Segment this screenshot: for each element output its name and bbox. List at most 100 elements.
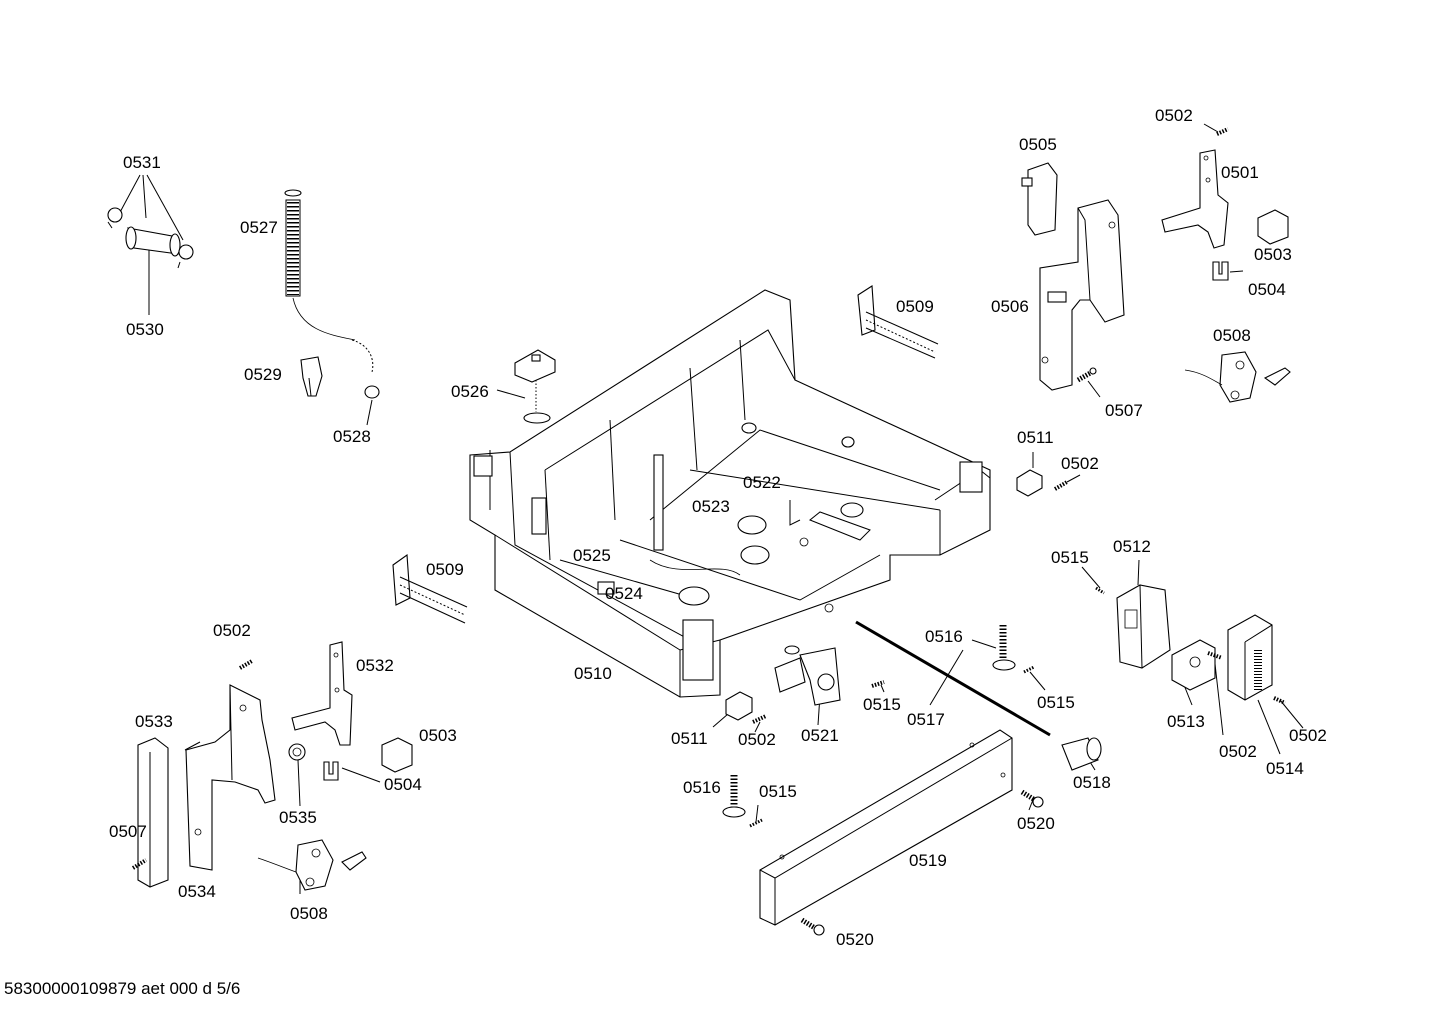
screw-0502-top [1216, 127, 1229, 136]
part-label: 0525 [573, 546, 611, 565]
part-label: 0527 [240, 218, 278, 237]
clip-0503 [1257, 209, 1289, 245]
part-label: 0522 [743, 473, 781, 492]
part-label: 0503 [419, 726, 457, 745]
part-label: 0516 [683, 778, 721, 797]
part-label: 0524 [605, 584, 643, 603]
part-label: 0517 [907, 710, 945, 729]
screw-0502-far-right [1273, 696, 1286, 705]
bracket-0534 [185, 684, 276, 871]
valve-0521 [774, 645, 841, 706]
part-label: 0519 [909, 851, 947, 870]
rod [855, 620, 1051, 737]
part-label: 0529 [244, 365, 282, 384]
part-label: 0511 [1017, 428, 1054, 447]
screw-0520-top [1020, 789, 1044, 808]
nut-0535 [288, 743, 306, 761]
screw-0515-mid [1023, 665, 1035, 674]
part-label: 0511 [671, 729, 708, 748]
part-label: 0533 [135, 712, 173, 731]
base-tub [469, 289, 991, 698]
screw-0502-right [1053, 480, 1069, 491]
sensor-0508-top [1184, 351, 1291, 403]
bracket-0532 [291, 641, 353, 746]
part-label: 0534 [178, 882, 216, 901]
sensor-0508-left [257, 839, 367, 891]
part-label: 0515 [1037, 693, 1075, 712]
part-label: 0502 [1061, 454, 1099, 473]
part-label: 0518 [1073, 773, 1111, 792]
part-label: 0509 [896, 297, 934, 316]
screw-0507-left [131, 858, 148, 870]
bracket-0511-center [725, 691, 753, 721]
bracket-0505 [1021, 162, 1058, 236]
part-label: 0531 [123, 153, 161, 172]
part-label: 0515 [863, 695, 901, 714]
screw-0515-center [871, 680, 885, 688]
plate-0513 [1171, 639, 1216, 691]
foot-0516-left [722, 775, 746, 818]
part-label: 0502 [213, 621, 251, 640]
part-label: 0523 [692, 497, 730, 516]
part-label: 0512 [1113, 537, 1151, 556]
part-label: 0506 [991, 297, 1029, 316]
clip-0504-left [323, 761, 339, 781]
part-label: 0520 [836, 930, 874, 949]
part-label: 0526 [451, 382, 489, 401]
part-label: 0510 [574, 664, 612, 683]
part-label: 0535 [279, 808, 317, 827]
bracket-0512 [1116, 584, 1171, 669]
part-label: 0514 [1266, 759, 1304, 778]
part-label: 0504 [384, 775, 422, 794]
part-label: 0509 [426, 560, 464, 579]
part-label: 0515 [759, 782, 797, 801]
screw-0502-center [752, 714, 767, 724]
part-label: 0515 [1051, 548, 1089, 567]
part-label: 0513 [1167, 712, 1205, 731]
spring-bottom [392, 553, 468, 624]
foot-0516-right [992, 625, 1016, 671]
part-label: 0516 [925, 627, 963, 646]
screw-0515-right [1095, 586, 1105, 595]
screw-0507-top [1076, 367, 1097, 383]
hose-clip [300, 356, 323, 397]
part-label: 0521 [801, 726, 839, 745]
part-label: 0530 [126, 320, 164, 339]
screw-0502-mid [1207, 651, 1223, 660]
part-label: 0502 [1289, 726, 1327, 745]
front-plinth-bar [759, 729, 1013, 926]
part-label: 0508 [290, 904, 328, 923]
screw-0515-lower [749, 818, 763, 828]
cover-0514 [1227, 614, 1273, 701]
part-label: 0520 [1017, 814, 1055, 833]
part-label: 0507 [109, 822, 147, 841]
bracket-0506 [1039, 199, 1125, 391]
part-label: 0502 [1219, 742, 1257, 761]
part-label: 0504 [1248, 280, 1286, 299]
part-labels: 0502 0505 0501 0531 0503 0527 0504 0509 … [109, 106, 1327, 949]
corrugated-hose [284, 189, 380, 399]
bracket-0511-right [1016, 469, 1043, 497]
part-label: 0507 [1105, 401, 1143, 420]
document-id: 58300000109879 aet 000 d 5/6 [4, 979, 241, 998]
clip-0504 [1212, 261, 1229, 281]
screw-0502-left [238, 659, 254, 670]
part-label: 0502 [1155, 106, 1193, 125]
part-label: 0508 [1213, 326, 1251, 345]
part-label: 0503 [1254, 245, 1292, 264]
part-label: 0505 [1019, 135, 1057, 154]
clip-and-screw [514, 349, 556, 424]
hose-coupling [107, 207, 194, 269]
knob [1061, 737, 1102, 771]
cover-0533 [137, 737, 169, 888]
clip-0503-left [381, 737, 413, 773]
spring-top [857, 285, 939, 359]
part-label: 0501 [1221, 163, 1259, 182]
part-label: 0528 [333, 427, 371, 446]
bracket-0501 [1161, 149, 1229, 249]
part-label: 0502 [738, 730, 776, 749]
screw-0520-bottom [800, 917, 825, 936]
part-label: 0532 [356, 656, 394, 675]
